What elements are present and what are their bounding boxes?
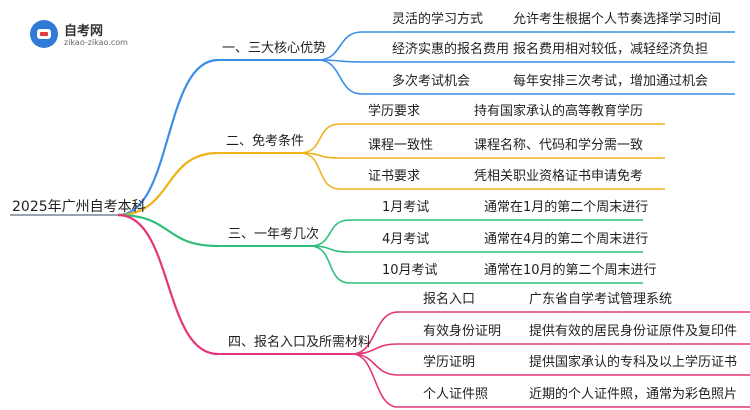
leaf-description: 广东省自学考试管理系统 xyxy=(529,292,673,307)
leaf-connector xyxy=(299,152,341,190)
branch-connector-4 xyxy=(117,213,219,356)
leaf-connector xyxy=(309,245,351,284)
leaf-title: 4月考试 xyxy=(382,232,430,247)
leaf-description: 通常在1月的第二个周末进行 xyxy=(484,200,649,215)
leaf-description: 允许考生根据个人节奏选择学习时间 xyxy=(513,12,722,27)
leaf-title: 10月考试 xyxy=(382,263,438,278)
leaf-title: 灵活的学习方式 xyxy=(392,12,484,27)
leaf-title: 课程一致性 xyxy=(368,138,434,153)
leaf-title: 经济实惠的报名费用 xyxy=(392,42,510,57)
branch-label-2: 二、免考条件 xyxy=(226,134,305,149)
branch-label-4: 四、报名入口及所需材料 xyxy=(228,335,372,350)
leaf-title: 1月考试 xyxy=(382,200,430,215)
leaf-title: 学历证明 xyxy=(423,355,476,370)
leaf-description: 报名费用相对较低，减轻经济负担 xyxy=(513,42,709,57)
leaf-connector xyxy=(351,311,399,355)
logo-icon xyxy=(30,20,58,48)
leaf-description: 每年安排三次考试，增加通过机会 xyxy=(513,74,709,89)
leaf-description: 通常在4月的第二个周末进行 xyxy=(484,232,649,247)
logo-name: 自考网 xyxy=(64,24,104,39)
site-logo: 自考网 zikao-zikao.com xyxy=(30,18,150,54)
leaf-connector xyxy=(351,353,399,408)
leaf-title: 有效身份证明 xyxy=(423,324,502,339)
leaf-description: 通常在10月的第二个周末进行 xyxy=(484,263,657,278)
branch-label-3: 三、一年考几次 xyxy=(228,227,320,242)
leaf-title: 个人证件照 xyxy=(423,387,489,402)
leaf-description: 近期的个人证件照，通常为彩色照片 xyxy=(529,387,738,402)
leaf-description: 提供国家承认的专科及以上学历证书 xyxy=(529,355,738,370)
leaf-connector xyxy=(317,59,363,95)
leaf-connector xyxy=(317,31,363,61)
leaf-connector xyxy=(309,219,351,247)
branch-connector-3 xyxy=(117,213,219,248)
leaf-description: 提供有效的居民身份证原件及复印件 xyxy=(529,324,738,339)
leaf-title: 报名入口 xyxy=(423,292,476,307)
leaf-description: 课程名称、代码和学分需一致 xyxy=(474,138,644,153)
branch-connector-2 xyxy=(117,151,219,217)
branch-connector-1 xyxy=(117,58,219,217)
leaf-description: 持有国家承认的高等教育学历 xyxy=(474,104,644,119)
leaf-title: 学历要求 xyxy=(368,104,421,119)
root-topic: 2025年广州自考本科 xyxy=(12,199,146,215)
leaf-title: 多次考试机会 xyxy=(392,74,471,89)
logo-url: zikao-zikao.com xyxy=(64,38,128,47)
leaf-title: 证书要求 xyxy=(368,169,421,184)
leaf-description: 凭相关职业资格证书申请免考 xyxy=(474,169,644,184)
leaf-connector xyxy=(299,123,341,154)
branch-label-1: 一、三大核心优势 xyxy=(222,41,327,56)
leaf-connector xyxy=(351,353,399,376)
